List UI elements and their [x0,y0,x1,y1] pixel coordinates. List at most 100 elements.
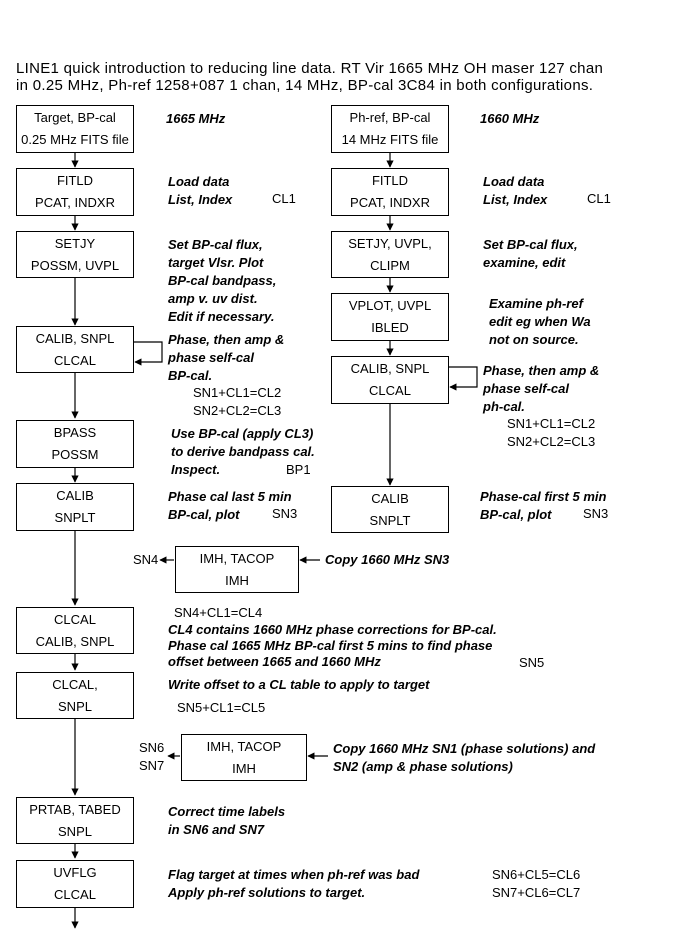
note-line: to derive bandpass cal. [171,444,315,459]
box-line-2: SNPLT [369,512,411,528]
target-bpcal-box: Target, BP-cal 0.25 MHz FITS file [16,105,134,153]
box-line-1: SETJY, UVPL, [348,235,432,251]
note-line: Phase cal last 5 min [168,489,292,504]
box-line-2: PCAT, INDXR [350,195,430,210]
fitld-box-right: FITLD PCAT, INDXR [331,168,449,216]
note-line: offset between 1665 and 1660 MHz [168,654,381,669]
box-line-2: IMH [225,572,249,588]
box-line-2: SNPLT [54,510,96,525]
cl1-tag-right: CL1 [587,191,611,206]
box-line-1: Target, BP-cal [34,110,116,125]
prtab-note: Correct time labels in SN6 and SN7 [168,803,285,839]
prtab-tabed-box: PRTAB, TABED SNPL [16,797,134,844]
box-line-2: CALIB, SNPL [35,633,115,649]
freq-1665-label: 1665 MHz [166,111,226,126]
imh-tacop-box-2: IMH, TACOP IMH [181,734,307,781]
box-line-1: CLCAL [54,611,96,627]
clcal2-note: Write offset to a CL table to apply to t… [168,677,430,692]
note-line: in SN6 and SN7 [168,822,265,837]
sn5-tag: SN5 [519,655,545,670]
note-line: BP-cal bandpass, [168,273,277,288]
calib-tags-left: SN1+CL1=CL2 SN2+CL2=CL3 [193,384,281,420]
note-line: Flag target at times when ph-ref was bad [168,867,420,882]
fitld-box-left: FITLD PCAT, INDXR [16,168,134,216]
note-line: Copy 1660 MHz SN1 (phase solutions) and [333,741,596,756]
box-line-1: UVFLG [53,865,97,880]
box-line-2: CLCAL [54,887,96,902]
box-line-1: BPASS [53,425,97,440]
bpass-box: BPASS POSSM [16,420,134,468]
sn4-tag: SN4 [133,552,159,567]
note-line: Load data [483,174,545,189]
note-line: edit eg when Wa [489,314,591,329]
box-line-2: IBLED [371,320,409,335]
box-line-1: CALIB, SNPL [35,330,115,346]
note-line: BP-cal, plot [168,507,240,522]
note-line: not on source. [489,332,579,347]
calib-note-left: Phase, then amp & phase self-cal BP-cal. [168,331,284,385]
intro-line-1: LINE1 quick introduction to reducing lin… [16,60,604,77]
box-line-2: POSSM [51,447,99,462]
calib2-note-right: Phase-cal first 5 min BP-cal, plot [480,488,606,524]
box-line-1: IMH, TACOP [199,550,275,566]
calib-box-right: CALIB, SNPL CLCAL [331,356,449,404]
intro-text: LINE1 quick introduction to reducing lin… [16,60,603,94]
copy-sn1-sn2-note: Copy 1660 MHz SN1 (phase solutions) and … [333,740,595,776]
clcal-note: CL4 contains 1660 MHz phase corrections … [168,622,497,670]
box-line-2: CLIPM [370,257,410,273]
note-line: examine, edit [483,255,566,270]
note-line: Set BP-cal flux, [483,237,578,252]
setjy-note-left: Set BP-cal flux, target Vlsr. Plot BP-ca… [168,236,276,326]
tag-line: SN7+CL6=CL7 [492,885,581,900]
fitld-note-left: Load data List, Index [168,173,232,209]
box-line-2: IMH [232,760,256,776]
note-line: Phase-cal first 5 min [480,489,607,504]
note-line: Edit if necessary. [168,309,275,324]
loop-left-calib [133,341,163,366]
clcal-box-2: CLCAL, SNPL [16,672,134,719]
sn3-tag-left: SN3 [272,506,298,521]
cl1-tag-left: CL1 [272,191,296,206]
box-line-1: VPLOT, UVPL [348,298,432,313]
cl5-tag: SN5+CL1=CL5 [177,700,266,715]
box-line-1: FITLD [56,173,94,188]
box-line-2: POSSM, UVPL [30,257,120,273]
tag-line: SN6+CL5=CL6 [492,867,581,882]
fitld-note-right: Load data List, Index [483,173,547,209]
setjy-box-right: SETJY, UVPL, CLIPM [331,231,449,278]
note-line: ph-cal. [483,399,525,414]
box-line-1: CLCAL, [52,676,98,692]
tag-line: SN2+CL2=CL3 [507,434,596,449]
sn7-tag: SN7 [139,758,165,773]
uvflg-tags: SN6+CL5=CL6 SN7+CL6=CL7 [492,866,580,902]
box-line-2: CLCAL [369,383,411,398]
imh-tacop-box-1: IMH, TACOP IMH [175,546,299,593]
box-line-2: 14 MHz FITS file [341,132,439,147]
box-line-1: CALIB, SNPL [350,361,430,376]
bp1-tag: BP1 [286,462,311,477]
note-line: Phase, then amp & [483,363,600,378]
box-line-2: SNPL [58,823,92,839]
box-line-2: 0.25 MHz FITS file [21,132,129,147]
tag-line: SN1+CL1=CL2 [193,385,282,400]
note-line: List, Index [483,192,548,207]
setjy-note-right: Set BP-cal flux, examine, edit [483,236,578,272]
calib2-note-left: Phase cal last 5 min BP-cal, plot [168,488,292,524]
cl4-tag: SN4+CL1=CL4 [174,605,263,620]
sn6-tag: SN6 [139,740,165,755]
note-line: Inspect. [171,462,221,477]
note-line: target Vlsr. Plot [168,255,264,270]
vplot-note: Examine ph-ref edit eg when Wa not on so… [489,295,591,349]
box-line-1: SETJY [54,235,96,251]
tag-line: SN2+CL2=CL3 [193,403,282,418]
note-line: Phase cal 1665 MHz BP-cal first 5 mins t… [168,638,493,653]
calib2-box-right: CALIB SNPLT [331,486,449,533]
tag-line: SN1+CL1=CL2 [507,416,596,431]
note-line: Examine ph-ref [489,296,583,311]
note-line: Apply ph-ref solutions to target. [168,885,366,900]
note-line: BP-cal. [168,368,213,383]
note-line: Correct time labels [168,804,286,819]
box-line-1: IMH, TACOP [206,738,282,754]
uvflg-box: UVFLG CLCAL [16,860,134,908]
